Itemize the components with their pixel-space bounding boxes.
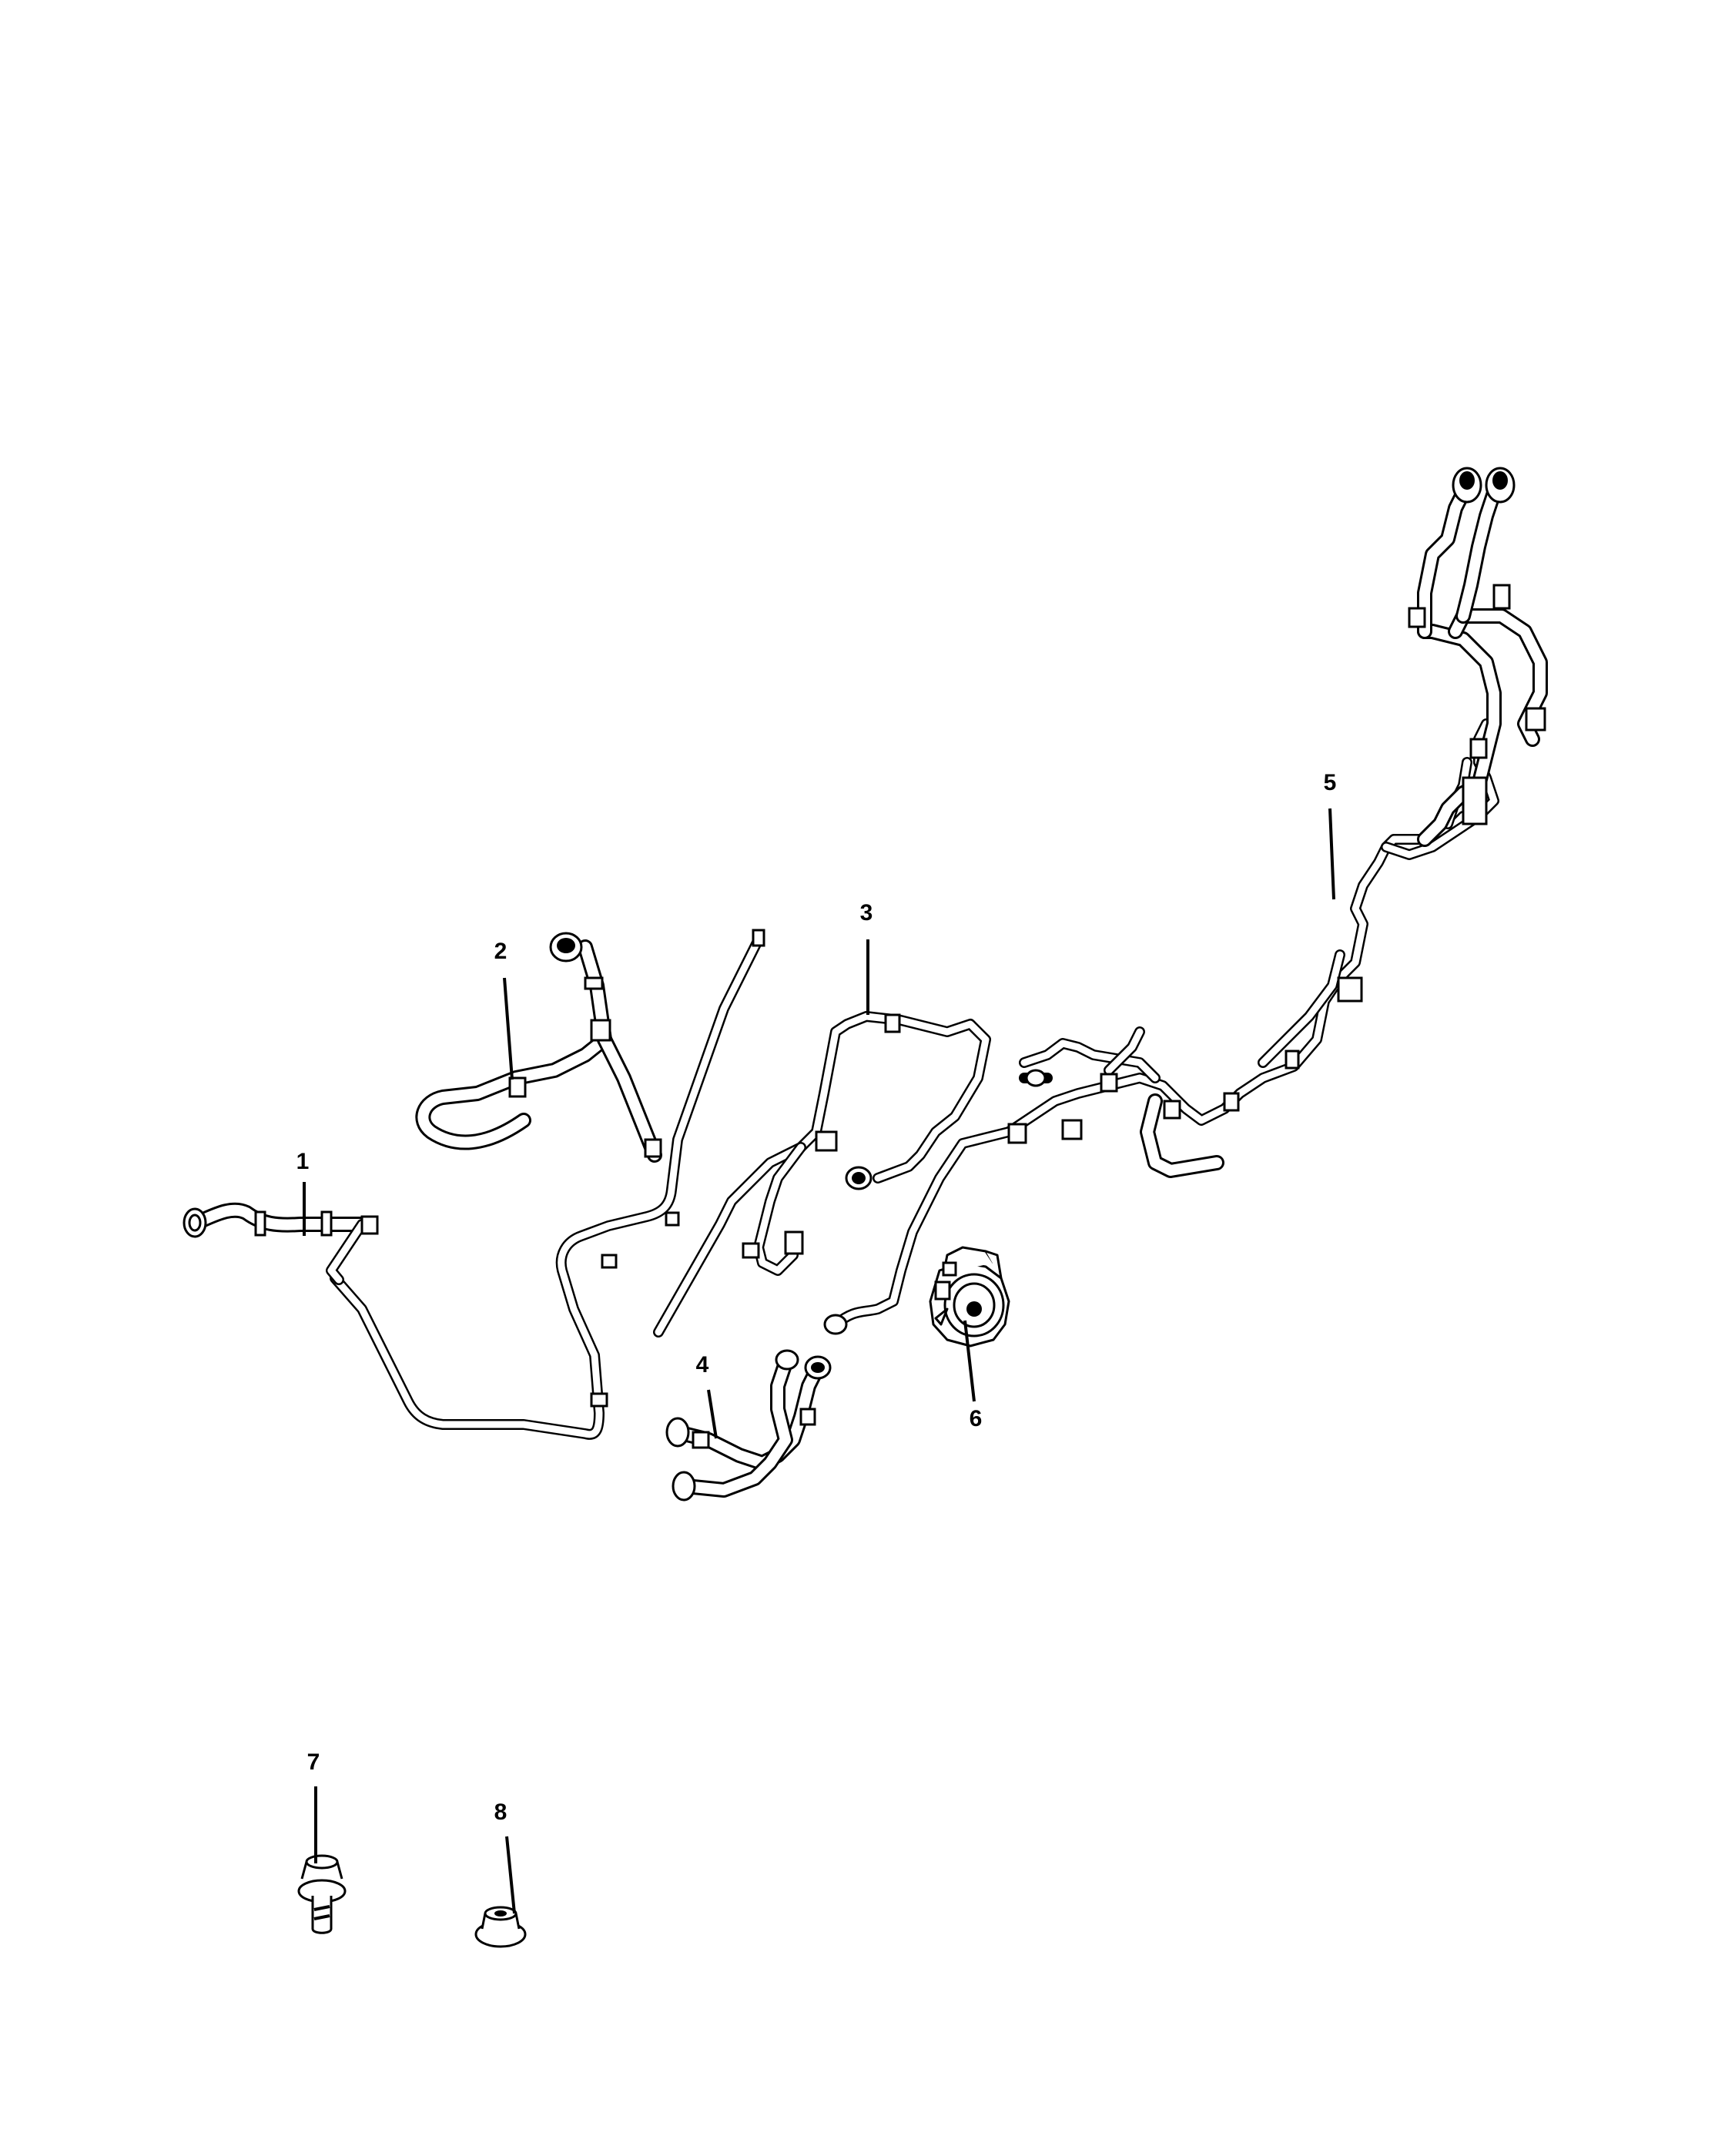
callout-3: 3 xyxy=(860,900,873,1015)
part-8-nut xyxy=(474,1906,527,1948)
callout-7: 7 xyxy=(307,1749,320,1863)
part-3-tube-assembly xyxy=(653,1011,991,1337)
callout-5: 5 xyxy=(1324,770,1337,900)
part-7-bolt xyxy=(297,1854,347,1934)
svg-text:3: 3 xyxy=(860,900,873,926)
part-1-coolant-tube xyxy=(183,929,765,1440)
svg-text:4: 4 xyxy=(696,1352,709,1378)
svg-text:2: 2 xyxy=(494,939,507,964)
svg-text:7: 7 xyxy=(307,1749,320,1775)
svg-text:6: 6 xyxy=(970,1406,983,1431)
callout-2: 2 xyxy=(494,939,514,1080)
part-5-main-hose-assembly xyxy=(823,467,1548,1335)
svg-text:5: 5 xyxy=(1324,770,1337,795)
svg-text:8: 8 xyxy=(494,1799,507,1825)
callout-4: 4 xyxy=(696,1352,718,1439)
callout-6: 6 xyxy=(963,1320,983,1431)
part-6-pump xyxy=(929,1246,1010,1348)
part-4-y-hose xyxy=(665,1349,832,1502)
callout-8: 8 xyxy=(494,1799,516,1914)
svg-text:1: 1 xyxy=(296,1149,310,1174)
callout-1: 1 xyxy=(296,1149,310,1236)
part-2-branch-hose xyxy=(415,932,662,1163)
